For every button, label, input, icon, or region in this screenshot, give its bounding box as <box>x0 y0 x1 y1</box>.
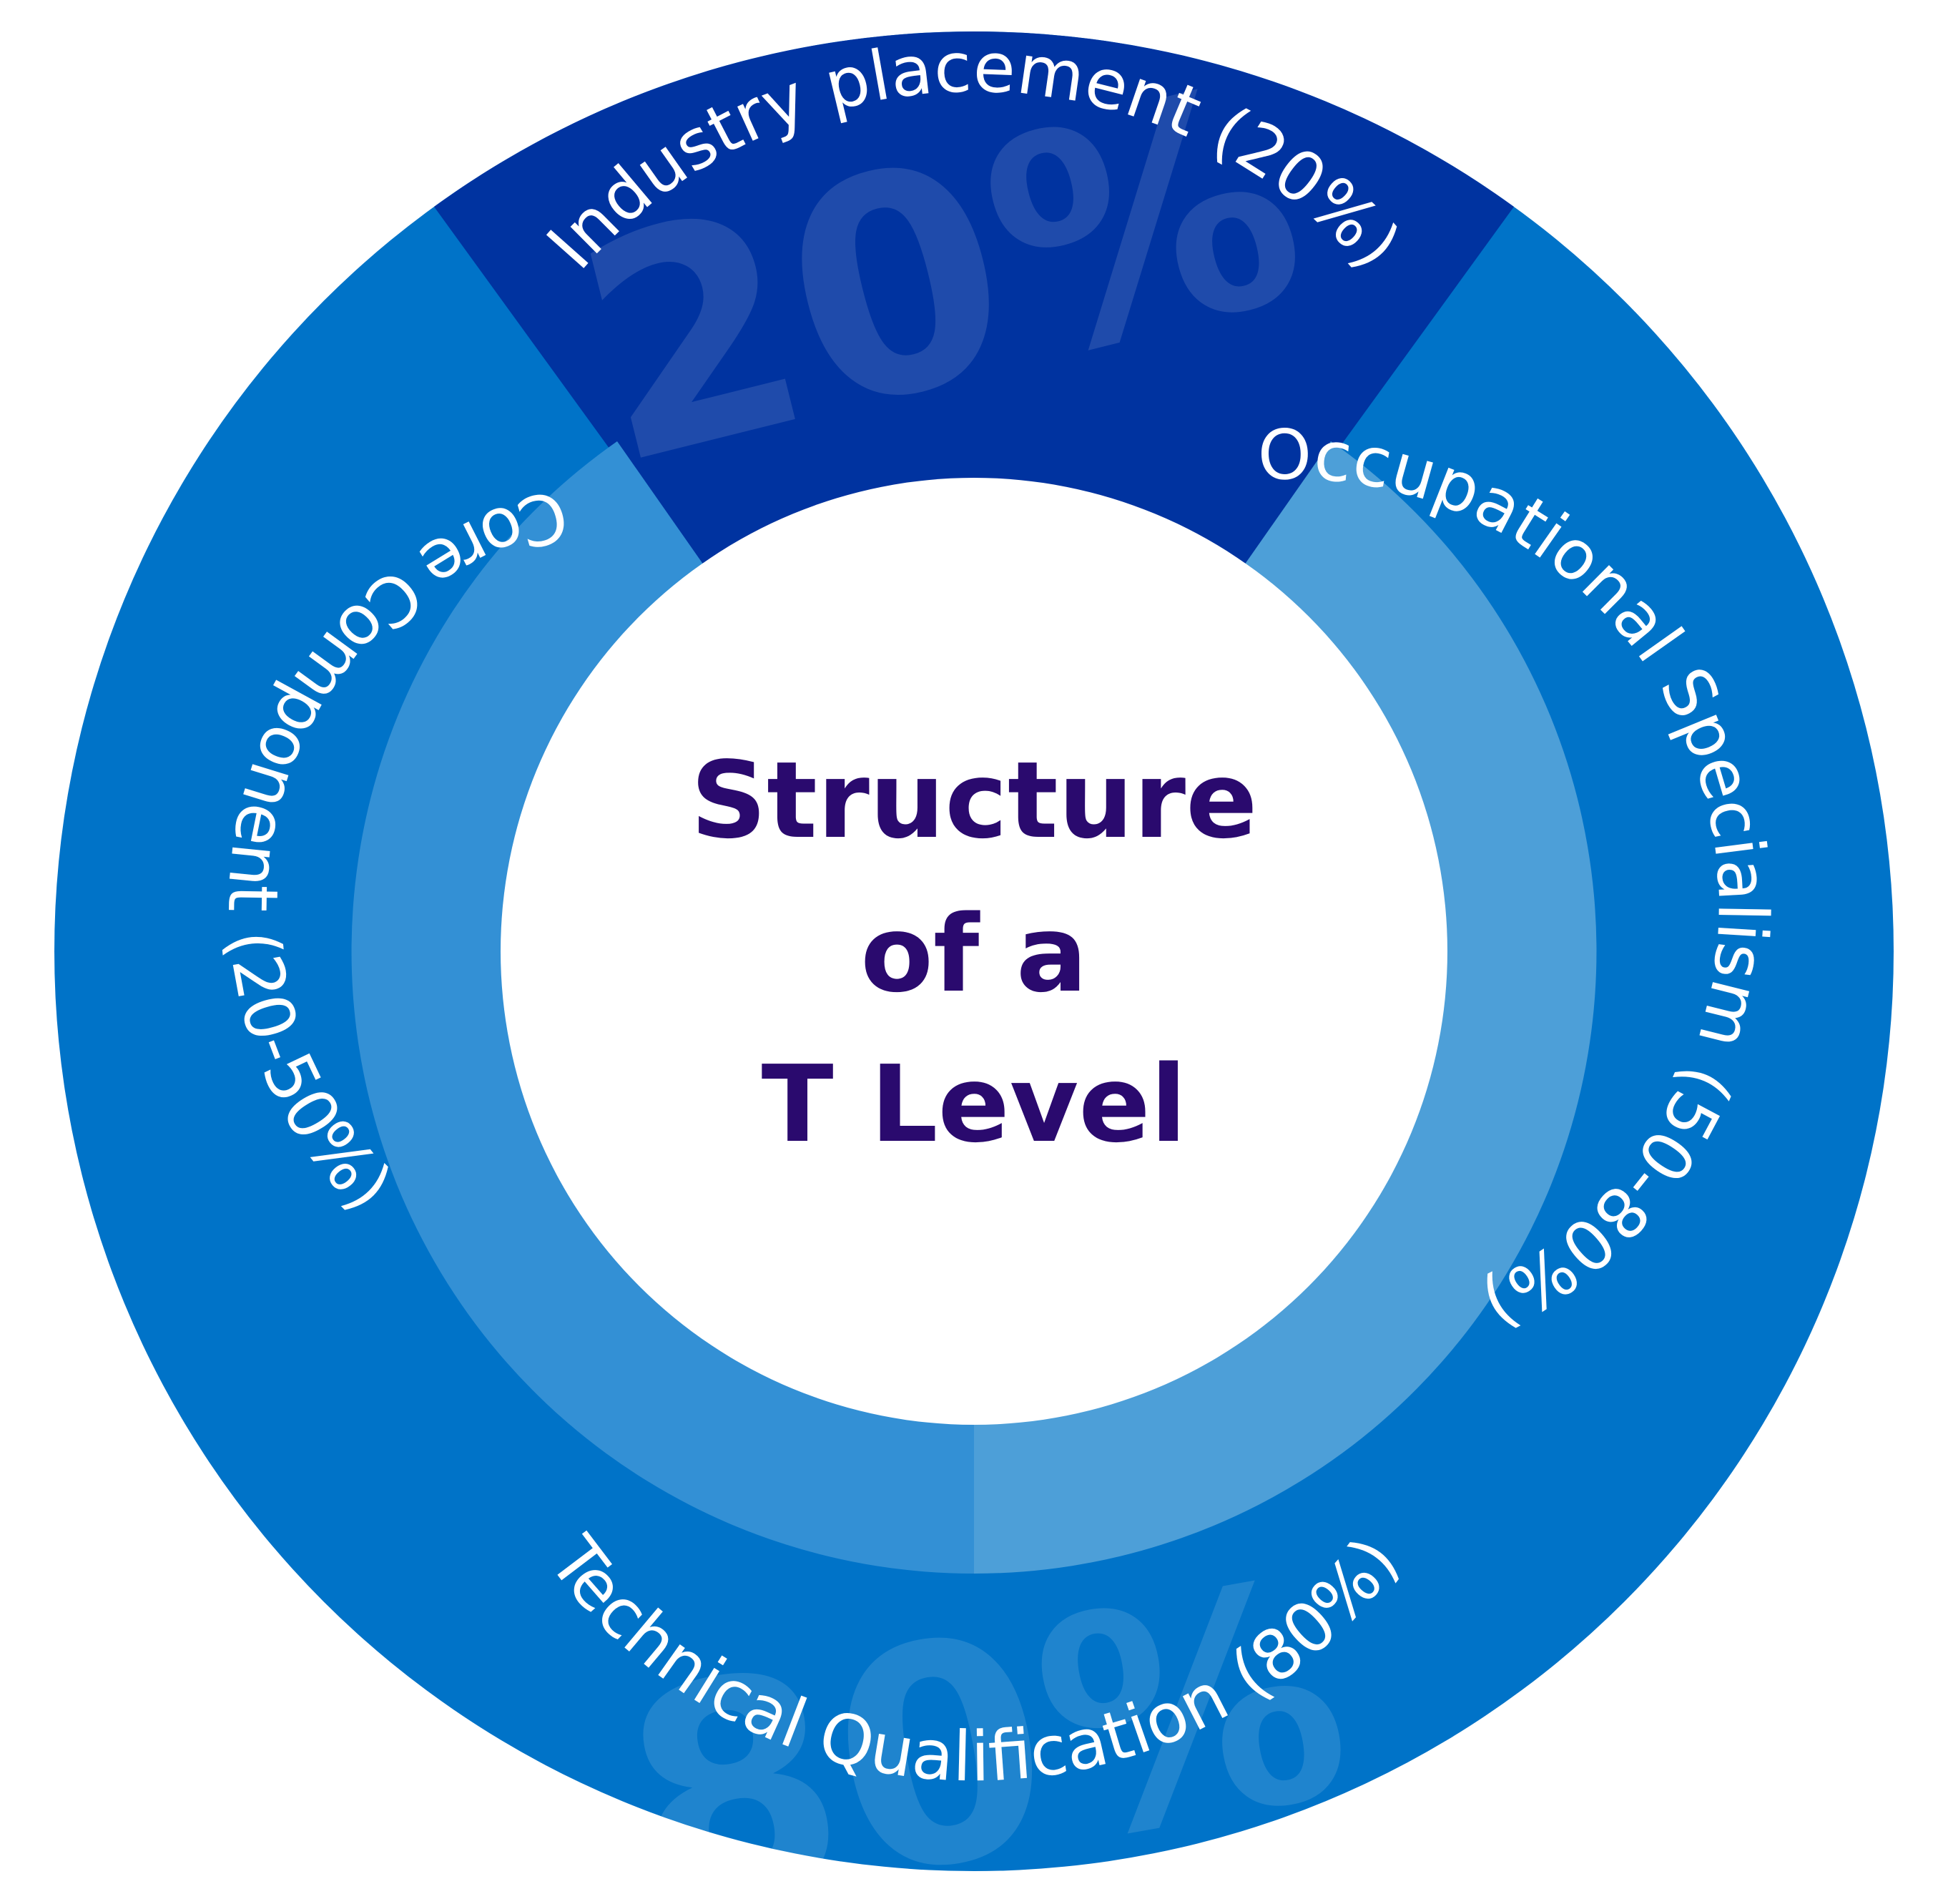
center-title-line-2: of a <box>860 893 1087 1016</box>
center-title-line-3: T Level <box>762 1043 1187 1166</box>
center-title-line-1: Structure <box>691 739 1258 862</box>
center-disc <box>501 478 1447 1425</box>
